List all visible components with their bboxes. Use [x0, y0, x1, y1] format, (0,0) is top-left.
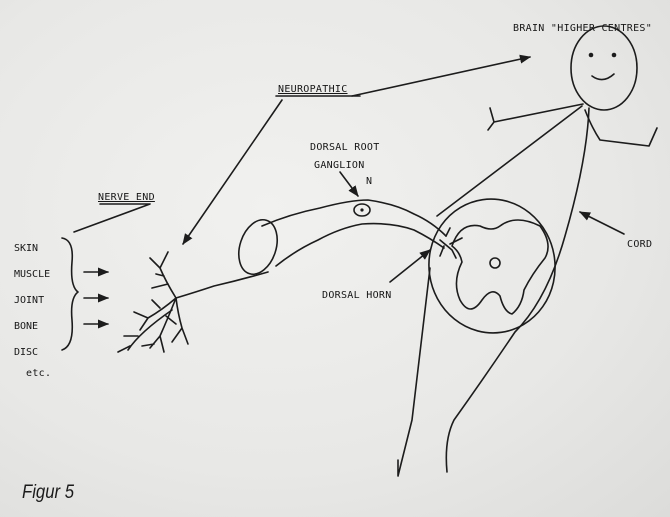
peripheral-axon — [176, 272, 268, 298]
arrow-to-nerve-ending — [183, 100, 282, 244]
cord-label: CORD — [627, 239, 652, 250]
arrow-to-dorsal-horn — [390, 250, 430, 282]
dorsal-root-upper — [262, 200, 446, 236]
tissue-list: SKIN MUSCLE JOINT BONE DISC — [14, 234, 50, 364]
nerve-tube-cut-end — [232, 215, 284, 279]
brain-label: BRAIN "HIGHER CENTRES" — [513, 23, 652, 34]
tissue-item-skin: SKIN — [14, 234, 50, 260]
smile-mouth — [592, 74, 614, 80]
head-smiley — [571, 26, 637, 110]
right-eye — [612, 53, 617, 58]
tissue-item-disc: DISC — [14, 338, 50, 364]
tissue-label: DISC — [14, 347, 38, 358]
nerve-end-label: NERVE END — [98, 192, 155, 203]
grey-matter-dorsal-horn — [452, 220, 548, 314]
tissue-item-muscle: MUSCLE — [14, 260, 50, 286]
dorsal-horn-label: DORSAL HORN — [322, 290, 392, 301]
nerve-end-leader — [74, 204, 150, 232]
tissue-label: BONE — [14, 321, 38, 332]
tissue-item-joint: JOINT — [14, 286, 50, 312]
arrow-to-ganglion — [340, 172, 358, 196]
tissue-label: JOINT — [14, 295, 44, 306]
spine-line-upper — [437, 106, 582, 216]
tissue-label: SKIN — [14, 243, 38, 254]
arrow-to-brain — [352, 57, 530, 96]
tissue-label: MUSCLE — [14, 269, 50, 280]
nerve-ending-tree — [118, 252, 188, 352]
figure-caption: Figur 5 — [22, 482, 74, 504]
arrow-to-cord — [580, 212, 624, 234]
dorsal-root-label: DORSAL ROOT — [310, 142, 380, 153]
tissue-brace — [62, 238, 78, 350]
central-canal — [490, 258, 500, 268]
right-arm — [585, 110, 657, 146]
ganglion-nucleus — [360, 208, 363, 211]
leg-left — [398, 268, 430, 476]
ganglion-label: GANGLION — [314, 160, 365, 171]
ganglion-marker-label: N — [366, 176, 372, 187]
left-eye — [589, 53, 594, 58]
neuropathic-label: NEUROPATHIC — [278, 84, 348, 95]
tissue-item-bone: BONE — [14, 312, 50, 338]
etc-label: etc. — [26, 368, 51, 379]
head-outline — [571, 26, 637, 110]
cord-body-line — [446, 108, 589, 472]
